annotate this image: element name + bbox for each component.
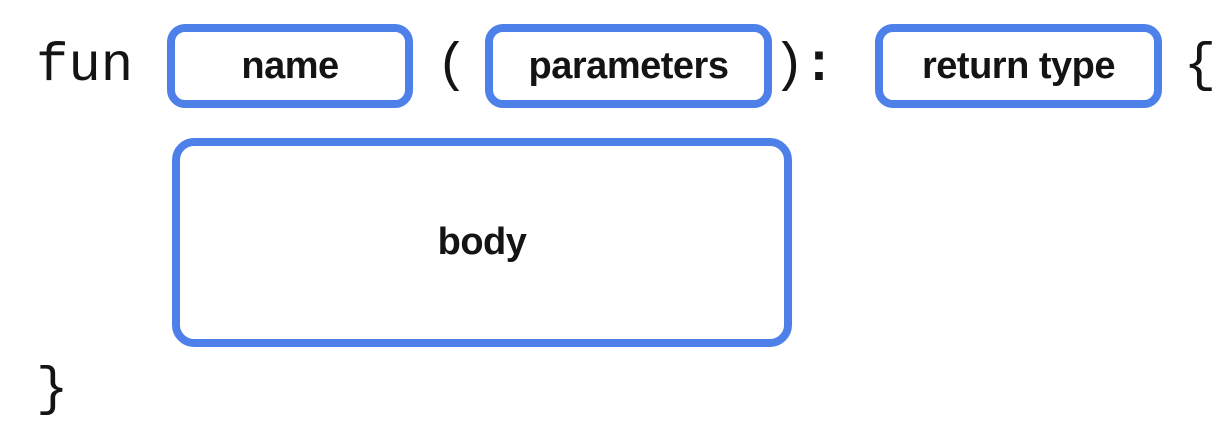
fun-keyword: fun [36,35,134,97]
return-type-box: return type [875,24,1162,108]
body-box: body [172,138,792,347]
body-label: body [437,221,527,263]
return-type-label: return type [922,44,1115,87]
colon-token: : [802,35,836,97]
name-label: name [241,44,339,87]
open-paren-token: ( [435,35,469,97]
name-box: name [167,24,413,108]
close-brace-token: } [36,359,69,421]
parameters-box: parameters [485,24,772,108]
close-paren-token: ) [772,35,806,97]
parameters-label: parameters [528,44,729,87]
open-brace-token: { [1183,35,1217,97]
